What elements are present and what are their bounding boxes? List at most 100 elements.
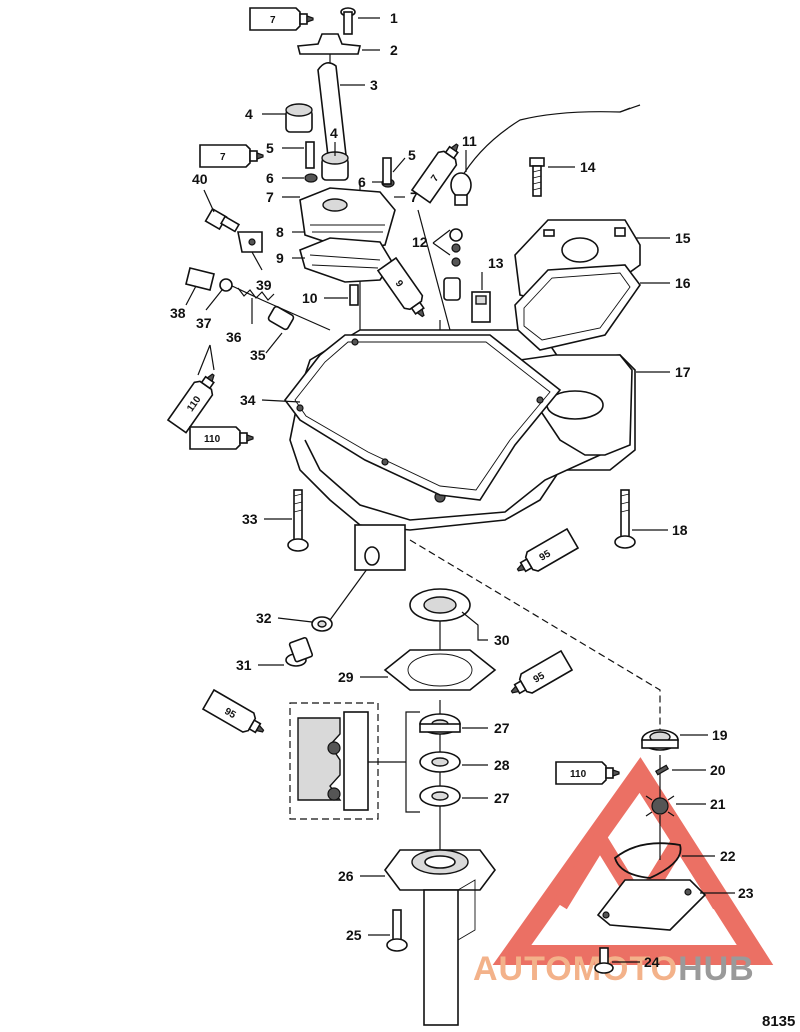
- gasket-16: [514, 264, 641, 351]
- oring-22: [613, 842, 682, 879]
- callout-11: 11: [462, 133, 477, 149]
- pin-10: [349, 284, 359, 306]
- sealant-tube-label: 95: [222, 706, 238, 721]
- sealant-tube-label: 110: [204, 434, 221, 445]
- grommet-4a: [285, 103, 313, 133]
- washer-32: [311, 616, 333, 632]
- fitting-40: [204, 207, 241, 233]
- plug-38: [185, 267, 215, 291]
- watermark-part1: AUTOMOTO: [473, 950, 678, 988]
- screw-1: [340, 7, 356, 35]
- callout-9: 9: [276, 250, 284, 266]
- sealant-tube: 7: [249, 7, 314, 31]
- leader-lines: [185, 17, 735, 963]
- callout-6: 6: [358, 174, 366, 190]
- sealant-tube-label: 7: [429, 173, 441, 184]
- callout-24: 24: [644, 954, 660, 970]
- bolt-25: [386, 909, 408, 952]
- pump-housing-26: [384, 849, 496, 1026]
- callout-4: 4: [330, 125, 338, 141]
- callout-2: 2: [390, 42, 398, 58]
- seal-30: [409, 588, 471, 622]
- sealant-tube: 110: [555, 761, 620, 785]
- impeller-21: [645, 795, 675, 817]
- callout-35: 35: [250, 347, 266, 363]
- hose-3: [317, 62, 347, 160]
- oring-37: [219, 278, 233, 292]
- callout-15: 15: [675, 230, 691, 246]
- callout-12: 12: [412, 234, 428, 250]
- bracket: [368, 711, 420, 813]
- callout-18: 18: [672, 522, 688, 538]
- callout-31: 31: [236, 657, 252, 673]
- cover-23: [596, 879, 707, 931]
- callout-numbers: 1 2 3 4 4 5 5 6 6 7 7 8 9 10 11 12 13 14…: [170, 10, 754, 970]
- callout-22: 22: [720, 848, 736, 864]
- svg-text:AUTOMOTOHUB: AUTOMOTOHUB: [473, 950, 755, 988]
- callout-40: 40: [192, 171, 208, 187]
- callout-7: 7: [266, 189, 274, 205]
- bearing-27b: [419, 785, 461, 807]
- callout-33: 33: [242, 511, 258, 527]
- screw-24: [594, 947, 614, 974]
- callout-23: 23: [738, 885, 754, 901]
- watermark-text: AUTOMOTOHUB: [473, 950, 755, 988]
- callout-38: 38: [170, 305, 186, 321]
- sealant-tube: 95: [505, 650, 573, 703]
- callout-32: 32: [256, 610, 272, 626]
- callout-26: 26: [338, 868, 354, 884]
- callout-29: 29: [338, 669, 354, 685]
- gasket-29: [383, 649, 497, 691]
- washer-6a: [304, 173, 318, 183]
- sealant-tube: 95: [202, 689, 270, 742]
- callout-28: 28: [494, 757, 510, 773]
- callout-25: 25: [346, 927, 362, 943]
- cover-8: [299, 187, 396, 251]
- gasket-9: [299, 237, 393, 283]
- grommet-4b: [321, 151, 349, 181]
- sealant-tube: 7: [411, 137, 467, 204]
- bearing-27a: [419, 713, 461, 735]
- screw-5a: [305, 141, 315, 169]
- clamp-2: [296, 33, 361, 55]
- callout-30: 30: [494, 632, 510, 648]
- sensor-11: [450, 104, 641, 206]
- callout-5: 5: [408, 147, 416, 163]
- callout-8: 8: [276, 224, 284, 240]
- callout-34: 34: [240, 392, 256, 408]
- cross-section-detail: [289, 702, 379, 820]
- clip-39: [237, 231, 263, 253]
- callout-37: 37: [196, 315, 212, 331]
- callout-3: 3: [370, 77, 378, 93]
- callout-10: 10: [302, 290, 318, 306]
- sealant-tube-label: 95: [532, 670, 548, 685]
- pin-20: [654, 764, 670, 776]
- callout-36: 36: [226, 329, 242, 345]
- gear-19: [641, 729, 679, 751]
- callout-27: 27: [494, 790, 510, 806]
- callout-14: 14: [580, 159, 596, 175]
- screw-5b: [382, 157, 392, 185]
- figure-number: 8135: [762, 1013, 795, 1030]
- callout-6: 6: [266, 170, 274, 186]
- seal-28: [419, 751, 461, 773]
- sealant-tube-label: 110: [570, 769, 587, 780]
- callout-21: 21: [710, 796, 726, 812]
- sealant-tube-label: 9: [393, 278, 405, 289]
- callout-19: 19: [712, 727, 728, 743]
- connector-13: [471, 291, 491, 323]
- callout-39: 39: [256, 277, 272, 293]
- watermark-part2: HUB: [678, 950, 755, 988]
- spring-36: [237, 287, 275, 301]
- callout-5: 5: [266, 140, 274, 156]
- sealant-tube: 9: [377, 257, 433, 324]
- sealant-tube: 110: [189, 426, 254, 450]
- sealant-tube-label: 7: [270, 15, 276, 26]
- sealant-tube: 110: [167, 367, 223, 434]
- callout-17: 17: [675, 364, 691, 380]
- valve-35: [267, 305, 295, 331]
- callout-13: 13: [488, 255, 504, 271]
- sealant-tube-label: 7: [220, 152, 226, 163]
- sealant-tube: 95: [511, 528, 579, 581]
- plug-31: [285, 636, 314, 667]
